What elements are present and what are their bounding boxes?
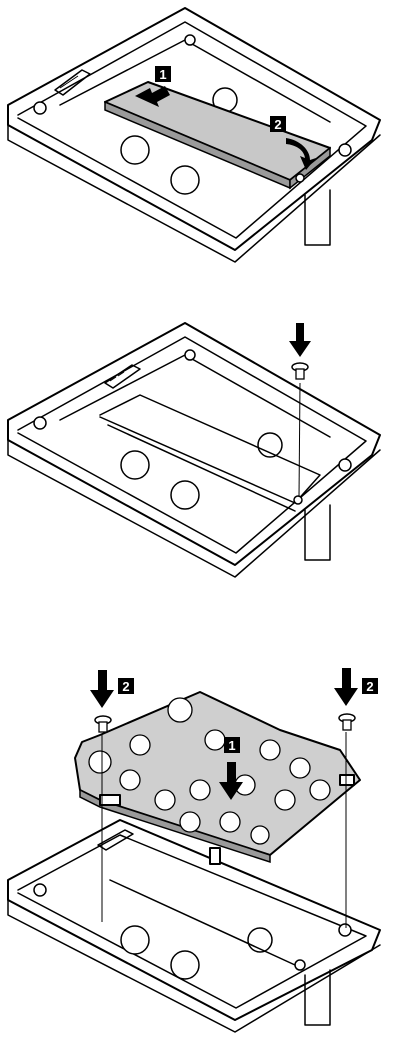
- mount-post: [34, 417, 46, 429]
- callout-2-right: 2: [362, 678, 378, 694]
- plate-tab: [100, 795, 120, 805]
- screw-icon: [292, 363, 308, 379]
- svg-text:2: 2: [122, 679, 129, 694]
- step-2-illustration: [0, 315, 404, 585]
- mount-post: [34, 884, 46, 896]
- mount-post: [339, 144, 351, 156]
- down-arrow-icon: [90, 670, 114, 708]
- callout-1: 1: [224, 737, 240, 753]
- screw-icon: [339, 714, 355, 730]
- bracket-hole: [121, 451, 149, 479]
- callout-2-left: 2: [118, 678, 134, 694]
- down-arrow-icon: [289, 323, 311, 357]
- svg-text:1: 1: [228, 738, 235, 753]
- bracket-screw-drawing: [0, 315, 404, 585]
- callout-2: 2: [270, 116, 286, 132]
- plate-tab: [210, 848, 220, 864]
- screw-icon: [95, 716, 111, 732]
- ssd-screw-hole: [294, 496, 302, 504]
- bracket-hole: [171, 951, 199, 979]
- down-arrow-icon: [334, 668, 358, 706]
- bracket-frame: [8, 820, 380, 1020]
- ssd-screw-notch: [296, 174, 304, 182]
- mount-post: [185, 350, 195, 360]
- bracket-hole: [171, 166, 199, 194]
- bracket-cover-drawing: 1 2 2: [0, 640, 404, 1039]
- mount-post: [339, 459, 351, 471]
- plate-tab: [340, 775, 354, 785]
- svg-text:1: 1: [159, 67, 166, 82]
- callout-1: 1: [155, 66, 171, 82]
- bracket-with-ssd-drawing: 1 2: [0, 0, 404, 270]
- mount-post: [34, 102, 46, 114]
- svg-text:2: 2: [274, 117, 281, 132]
- bracket-hole: [121, 136, 149, 164]
- svg-text:2: 2: [366, 679, 373, 694]
- mount-post: [185, 35, 195, 45]
- mount-post: [339, 924, 351, 936]
- bracket-hole: [171, 481, 199, 509]
- bracket-hole: [121, 926, 149, 954]
- mount-post: [295, 960, 305, 970]
- step-1-illustration: 1 2: [0, 0, 404, 270]
- step-3-illustration: 1 2 2: [0, 640, 404, 1039]
